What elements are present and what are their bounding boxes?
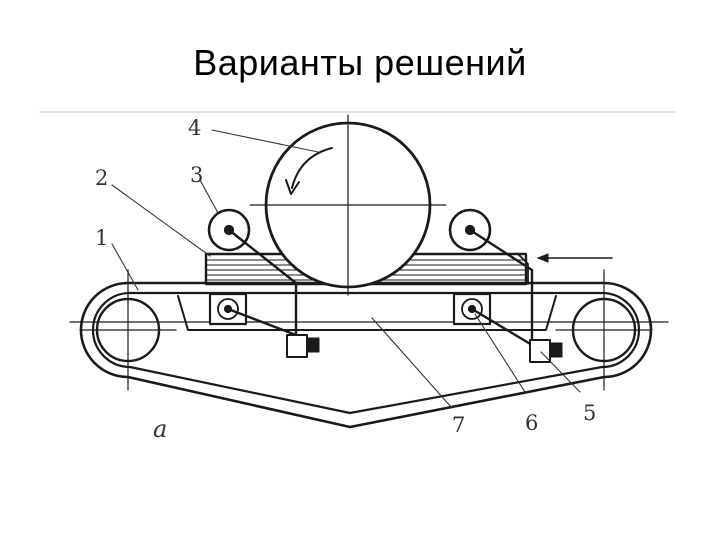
label-3: 3 — [190, 163, 203, 187]
label-1: 1 — [95, 226, 108, 250]
label-7: 7 — [452, 413, 465, 437]
linkage-levers — [226, 228, 534, 347]
label-2: 2 — [95, 166, 108, 190]
bearing-left — [208, 292, 248, 326]
support-frame — [177, 295, 557, 331]
pulley-left — [79, 269, 177, 391]
spring-right — [529, 339, 563, 363]
label-6: 6 — [525, 411, 538, 435]
bearing-right — [452, 292, 492, 326]
leader-lines — [111, 129, 581, 409]
variant-label: a — [153, 415, 167, 443]
main-drum — [249, 114, 447, 296]
slide-title: Варианты решений — [193, 42, 527, 83]
spring-left — [286, 334, 320, 358]
feed-direction-arrow — [537, 253, 613, 263]
belt-outer — [79, 281, 653, 429]
label-4: 4 — [188, 116, 201, 140]
belt-inner — [91, 291, 641, 415]
pulley-right — [555, 269, 653, 391]
rotation-arrow-icon — [291, 147, 333, 189]
label-5: 5 — [583, 401, 596, 425]
